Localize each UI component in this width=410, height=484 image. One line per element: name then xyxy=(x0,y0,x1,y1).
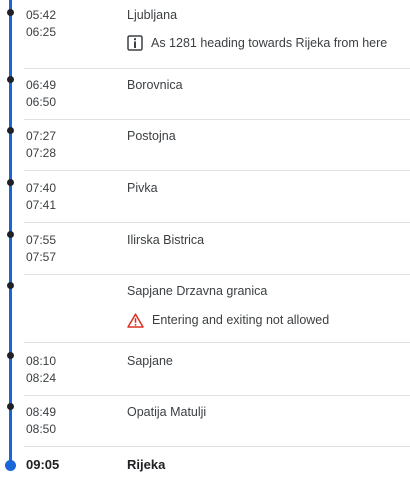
divider xyxy=(24,395,410,396)
stop-dot xyxy=(7,352,14,359)
arrival-time: 07:27 xyxy=(26,129,57,143)
departure-time: 06:50 xyxy=(26,95,57,109)
stop-dot xyxy=(7,231,14,238)
divider xyxy=(24,222,410,223)
divider xyxy=(24,446,410,447)
stop-warning: Entering and exiting not allowed xyxy=(127,312,329,328)
divider xyxy=(24,119,410,120)
departure-time: 07:41 xyxy=(26,198,57,212)
departure-time: 07:57 xyxy=(26,250,57,264)
divider xyxy=(24,274,410,275)
station-name[interactable]: Borovnica xyxy=(127,78,183,92)
stop-dot xyxy=(7,76,14,83)
route-note-text: As 1281 heading towards Rijeka from here xyxy=(151,36,388,50)
arrival-time: 09:05 xyxy=(26,457,60,472)
divider xyxy=(24,170,410,171)
station-name[interactable]: Opatija Matulji xyxy=(127,405,207,419)
departure-time: 08:50 xyxy=(26,422,57,436)
final-stop-dot xyxy=(5,460,16,471)
station-name[interactable]: Sapjane Drzavna granica xyxy=(127,284,268,298)
departure-time: 07:28 xyxy=(26,146,57,160)
departure-time: 06:25 xyxy=(26,25,57,39)
station-name[interactable]: Pivka xyxy=(127,181,158,195)
divider xyxy=(24,68,410,69)
station-name[interactable]: Postojna xyxy=(127,129,176,143)
divider xyxy=(24,342,410,343)
arrival-time: 05:42 xyxy=(26,8,57,22)
stop-dot xyxy=(7,179,14,186)
stop-dot xyxy=(7,9,14,16)
station-name[interactable]: Rijeka xyxy=(127,457,166,472)
stop-dot xyxy=(7,127,14,134)
departure-time: 08:24 xyxy=(26,371,57,385)
route-note: As 1281 heading towards Rijeka from here xyxy=(127,35,387,51)
arrival-time: 06:49 xyxy=(26,78,57,92)
station-name[interactable]: Sapjane xyxy=(127,354,173,368)
arrival-time: 08:10 xyxy=(26,354,57,368)
info-icon xyxy=(127,35,143,51)
stop-dot xyxy=(7,403,14,410)
arrival-time: 07:55 xyxy=(26,233,57,247)
arrival-time: 07:40 xyxy=(26,181,57,195)
warning-icon xyxy=(127,312,144,328)
station-name[interactable]: Ljubljana xyxy=(127,8,178,22)
stop-warning-text: Entering and exiting not allowed xyxy=(152,313,330,327)
stop-dot xyxy=(7,282,14,289)
station-name[interactable]: Ilirska Bistrica xyxy=(127,233,205,247)
arrival-time: 08:49 xyxy=(26,405,57,419)
